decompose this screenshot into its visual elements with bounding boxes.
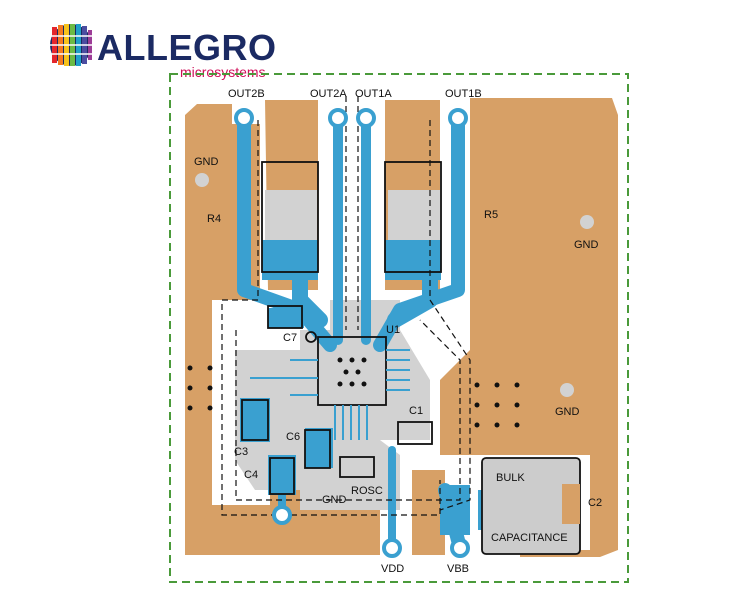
c3-outline — [241, 399, 269, 441]
r4-pad-bottom — [262, 240, 318, 280]
label-gnd-bottom: GND — [322, 494, 347, 506]
label-r5: R5 — [484, 209, 498, 221]
out1a-via — [356, 108, 376, 128]
c3-pad — [240, 398, 270, 442]
r5-pad-bottom — [385, 240, 441, 280]
c6-pad — [305, 428, 333, 468]
label-r4: R4 — [207, 213, 221, 225]
vbb-pour — [412, 470, 445, 555]
u1-via-7 — [349, 381, 355, 387]
label-c3: C3 — [234, 446, 248, 458]
label-out1a: OUT1A — [355, 88, 392, 100]
via-right-6 — [514, 402, 520, 408]
via-left-2 — [207, 365, 213, 371]
left-ground-pour — [185, 104, 300, 555]
label-vbb: VBB — [447, 563, 469, 575]
r5-body — [388, 190, 440, 240]
via-left-5 — [187, 405, 193, 411]
courtyard-out2b — [221, 120, 441, 516]
out2b-via — [234, 108, 254, 128]
r4-outline — [261, 161, 319, 273]
bulk-capacitor-pad-right — [562, 484, 580, 524]
label-capacitance: CAPACITANCE — [491, 532, 568, 544]
logo-tagline: microsystems — [180, 64, 266, 80]
label-u1: U1 — [386, 324, 400, 336]
label-rosc: ROSC — [351, 485, 383, 497]
courtyard-inner — [235, 319, 461, 501]
u1-pin1-marker — [305, 331, 317, 343]
c1-outline — [397, 421, 433, 445]
label-c2: C2 — [588, 497, 602, 509]
courtyard-out1a — [429, 120, 471, 511]
c4-outline — [269, 457, 295, 495]
via-left-4 — [207, 385, 213, 391]
out-pad-1 — [288, 100, 308, 130]
c4-pad — [268, 455, 296, 495]
gnd-via-right-top — [580, 215, 594, 229]
u1-via-5 — [355, 369, 361, 375]
via-right-4 — [474, 402, 480, 408]
via-right-8 — [494, 422, 500, 428]
label-out1b: OUT1B — [445, 88, 482, 100]
u1-via-2 — [349, 357, 355, 363]
label-gnd-left: GND — [194, 156, 219, 168]
label-out2b: OUT2B — [228, 88, 265, 100]
r4-body — [265, 190, 317, 240]
u1-via-3 — [361, 357, 367, 363]
out-pad-2 — [398, 100, 418, 130]
c6-outline — [304, 429, 331, 469]
courtyard-center — [345, 96, 359, 330]
c4-via — [272, 505, 292, 525]
vdd-via — [382, 538, 402, 558]
vbb-pad — [440, 485, 470, 535]
label-c1: C1 — [409, 405, 423, 417]
logo-globe-icon — [50, 24, 92, 66]
label-c4: C4 — [244, 469, 258, 481]
u1-via-1 — [337, 357, 343, 363]
gnd-via-left — [195, 173, 209, 187]
u1-via-4 — [343, 369, 349, 375]
gnd-via-right-mid — [560, 383, 574, 397]
logo-wordmark: ALLEGRO — [97, 27, 277, 68]
right-ground-pour — [440, 98, 618, 557]
label-gnd-right-mid: GND — [555, 406, 580, 418]
via-right-5 — [494, 402, 500, 408]
via-right-1 — [474, 382, 480, 388]
r5-outline — [384, 161, 442, 273]
u1-via-6 — [337, 381, 343, 387]
bottom-left-ground-pour — [190, 505, 380, 555]
out2a-via — [328, 108, 348, 128]
u1-via-8 — [361, 381, 367, 387]
label-gnd-right-top: GND — [574, 239, 599, 251]
label-vdd: VDD — [381, 563, 404, 575]
c7-pad — [268, 308, 304, 328]
c7-outline — [267, 305, 303, 329]
via-right-2 — [494, 382, 500, 388]
via-left-1 — [187, 365, 193, 371]
via-left-3 — [187, 385, 193, 391]
via-right-7 — [474, 422, 480, 428]
via-right-3 — [514, 382, 520, 388]
via-right-9 — [514, 422, 520, 428]
label-c7: C7 — [283, 332, 297, 344]
vbb-via — [450, 538, 470, 558]
label-out2a: OUT2A — [310, 88, 347, 100]
trace-out2b — [237, 113, 337, 352]
out1b-via — [448, 108, 468, 128]
via-left-6 — [207, 405, 213, 411]
board-outline — [169, 73, 629, 583]
allegro-logo: ALLEGRO microsystems — [50, 24, 277, 80]
label-c6: C6 — [286, 431, 300, 443]
rosc-outline — [339, 456, 375, 478]
gnd-via-bottom — [321, 473, 335, 487]
label-bulk: BULK — [496, 472, 525, 484]
